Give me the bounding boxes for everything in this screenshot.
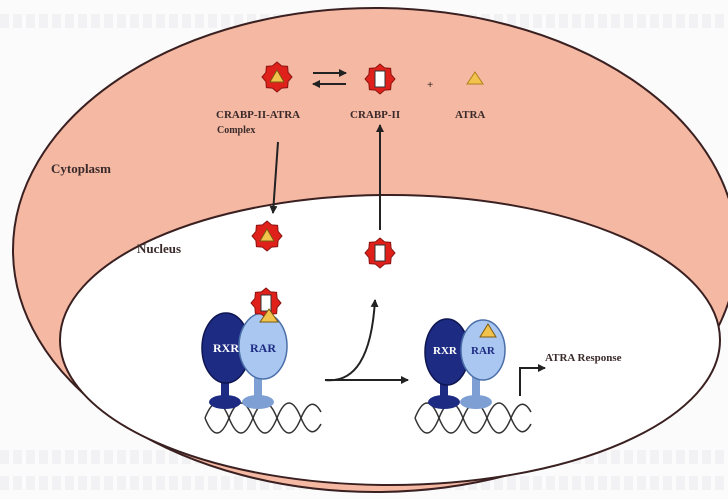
rxr-left-label: RXR	[213, 341, 239, 356]
nucleus-label: Nucleus	[137, 241, 181, 257]
complex-label: CRABP-II-ATRA	[216, 109, 300, 121]
atra-response-label: ATRA Response	[545, 352, 622, 364]
nucleus-region	[60, 195, 720, 485]
rar-right-label: RAR	[471, 345, 495, 357]
nuclear-crabp-ii-icon	[365, 238, 395, 268]
complex-label-line2: Complex	[217, 125, 255, 136]
nuclear-complex-icon	[252, 221, 282, 251]
rxr-right-label: RXR	[433, 345, 457, 357]
crabp-ii-label: CRABP-II	[350, 109, 400, 121]
atra-label: ATRA	[455, 109, 485, 121]
crabp-ii-icon	[365, 64, 395, 94]
plus-sign: +	[427, 79, 433, 91]
crabp-atra-complex-icon	[262, 62, 292, 92]
cytoplasm-label: Cytoplasm	[51, 161, 111, 177]
rar-left-label: RAR	[250, 341, 276, 356]
